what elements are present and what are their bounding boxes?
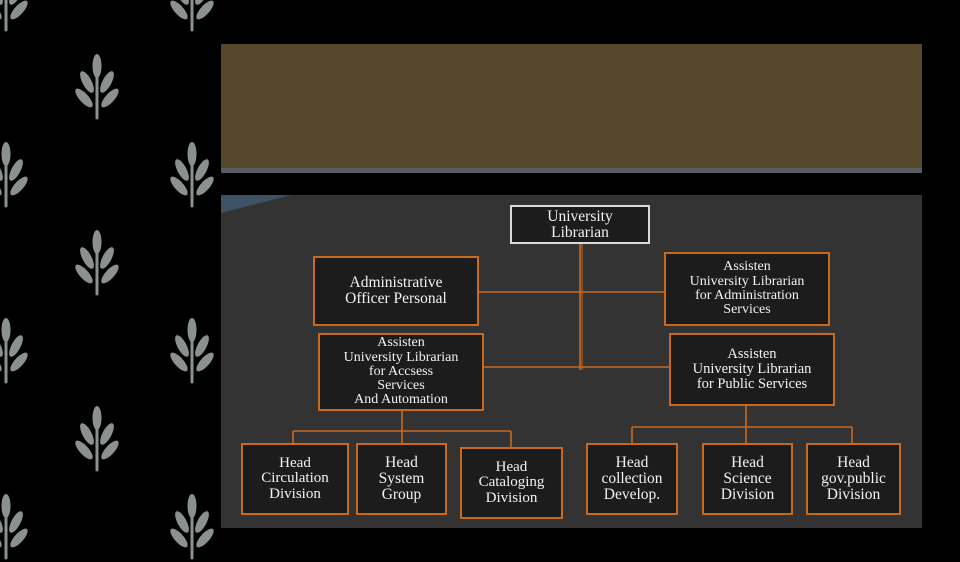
leaf-sprig-icon: [0, 142, 28, 208]
node-head-govpublic: Head gov.public Division: [806, 443, 901, 515]
leaf-sprig-icon: [170, 318, 214, 384]
node-head-collection: Head collection Develop.: [586, 443, 678, 515]
node-head-system: Head System Group: [356, 443, 447, 515]
leaf-sprig-icon: [75, 54, 119, 120]
leaf-sprig-icon: [170, 494, 214, 560]
node-head-science: Head Science Division: [702, 443, 793, 515]
node-head-cataloging: Head Cataloging Division: [460, 447, 563, 519]
node-head-circulation: Head Circulation Division: [241, 443, 349, 515]
panel-corner-accent: [221, 195, 291, 213]
org-chart-panel: University Librarian Administrative Offi…: [221, 195, 922, 528]
leaf-sprig-icon: [0, 318, 28, 384]
banner-underline: [221, 168, 922, 173]
title-banner: [221, 44, 922, 168]
leaf-sprig-icon: [0, 0, 28, 32]
leaf-sprig-icon: [75, 230, 119, 296]
node-aul-public-services: Assisten University Librarian for Public…: [669, 333, 835, 406]
node-aul-administration: Assisten University Librarian for Admini…: [664, 252, 830, 326]
leaf-sprig-icon: [0, 494, 28, 560]
connector-lines: [292, 242, 853, 447]
leaf-sprig-icon: [75, 406, 119, 472]
leaf-sprig-icon: [170, 142, 214, 208]
leaf-sprig-icon: [170, 0, 214, 32]
node-aul-access-automation: Assisten University Librarian for Accses…: [318, 333, 484, 411]
node-administrative-officer: Administrative Officer Personal: [313, 256, 479, 326]
node-university-librarian: University Librarian: [510, 205, 650, 244]
